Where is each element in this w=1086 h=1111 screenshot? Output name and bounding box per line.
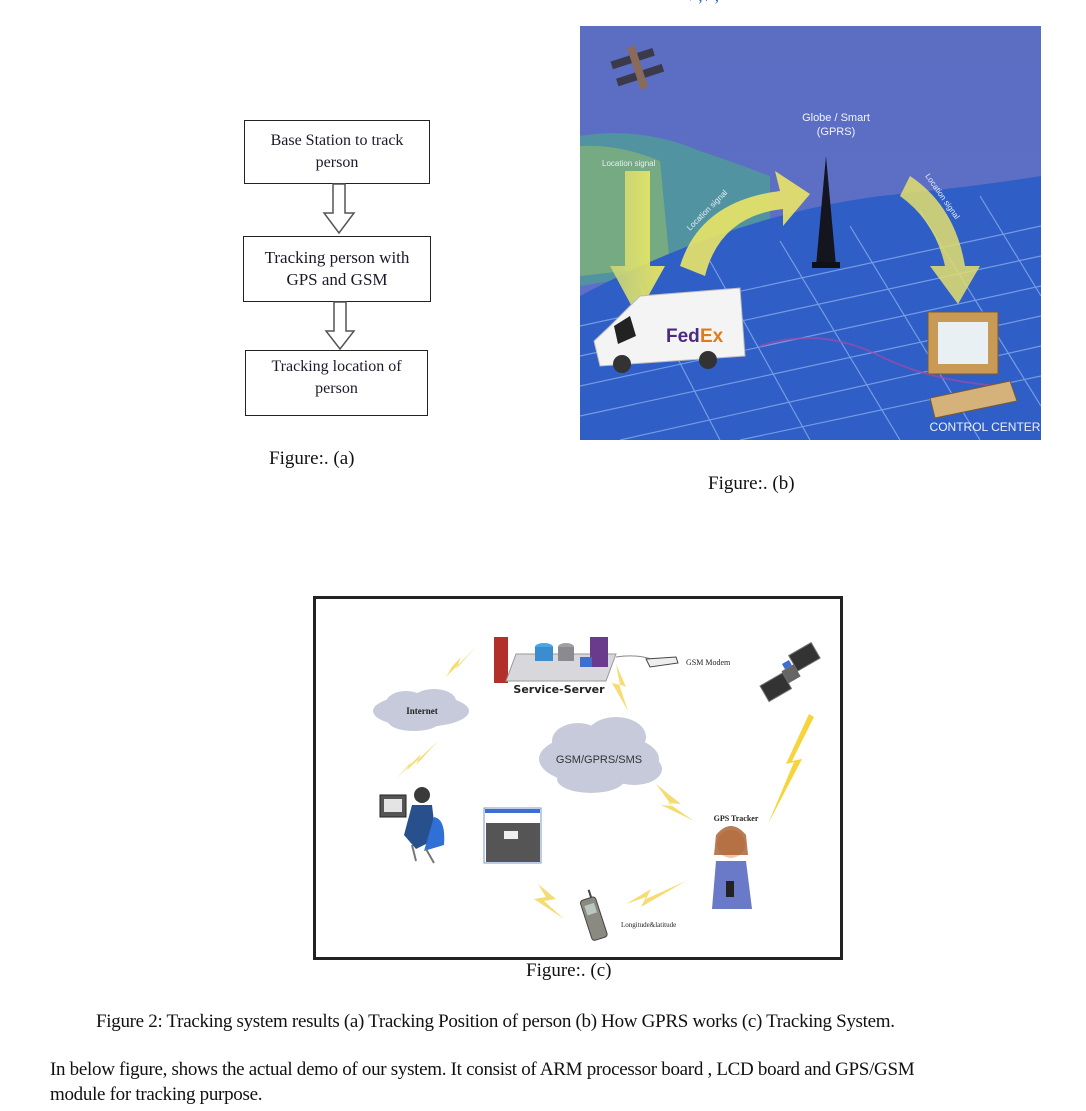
flow-box-text-line2: person	[315, 154, 359, 171]
signal-label-left: Location signal	[602, 159, 656, 168]
coordinates-label: Longitude&latitude	[621, 921, 676, 929]
gprs-scene: Globe / Smart (GPRS) Location signal Loc…	[580, 26, 1041, 440]
tracking-system-diagram: Service-Server GSM Modem Internet GSM/GP…	[373, 637, 821, 941]
internet-cloud-icon	[373, 689, 469, 731]
flow-box-tracking-location: Tracking location of person	[245, 350, 428, 416]
flow-box-tracking-person: Tracking person with GPS and GSM	[243, 236, 431, 302]
flow-box-text-line1: Tracking person with	[264, 248, 410, 267]
figure-a-caption: Figure:. (a)	[269, 448, 355, 469]
paragraph-line-2: module for tracking purpose.	[50, 1084, 263, 1105]
down-arrow-icon	[324, 301, 356, 351]
lightning-icon	[768, 714, 814, 824]
clipped-heading-fragment: / , / ,	[690, 0, 860, 4]
wireless-links	[396, 647, 814, 919]
gsm-modem-label: GSM Modem	[686, 658, 731, 667]
service-server-icon	[505, 637, 617, 682]
satellite-icon	[610, 45, 665, 90]
lightning-icon	[396, 741, 438, 779]
lightning-icon	[534, 884, 564, 919]
figure-b-caption: Figure:. (b)	[708, 473, 795, 494]
route-line	[759, 337, 1001, 387]
tracking-map-screenshot	[483, 807, 542, 864]
down-arrow-icon	[322, 183, 356, 235]
truck-brand-ex: Ex	[700, 326, 724, 347]
service-server-label: Service-Server	[513, 683, 605, 696]
tower-label-line2: (GPRS)	[817, 126, 856, 138]
flow-box-base-station: Base Station to track person	[244, 120, 430, 184]
internet-label: Internet	[406, 706, 438, 716]
paragraph-line-1: In below figure, shows the actual demo o…	[50, 1059, 915, 1080]
lightning-icon	[612, 664, 628, 711]
gsm-modem-icon	[645, 656, 679, 668]
fedex-truck-icon: Fed Ex	[593, 287, 746, 373]
flow-box-text-line2: GPS and GSM	[286, 270, 388, 289]
operator-at-computer-icon	[379, 787, 445, 864]
flow-box-text-line1: Base Station to track	[270, 132, 404, 149]
flow-box-text-line2: person	[315, 380, 358, 397]
gps-tracker-child-icon	[712, 826, 752, 909]
signal-arrow-to-tower	[680, 171, 810, 276]
lightning-icon	[626, 881, 686, 907]
lightning-icon	[436, 647, 476, 684]
lightning-icon	[656, 784, 694, 821]
gsm-network-cloud-icon	[539, 717, 662, 793]
signal-arrow-to-control	[900, 176, 980, 304]
gsm-network-label: GSM/GPRS/SMS	[556, 754, 642, 766]
figure-c-caption: Figure:. (c)	[526, 960, 612, 981]
figure-2-caption: Figure 2: Tracking system results (a) Tr…	[96, 1011, 895, 1032]
flow-box-text-line1: Tracking location of	[271, 358, 402, 375]
figure-c-tracking-system: Service-Server GSM Modem Internet GSM/GP…	[313, 596, 843, 960]
signal-arrow-down-left	[610, 171, 665, 316]
control-computer-icon	[927, 311, 1018, 419]
gps-satellite-icon	[759, 641, 821, 703]
gprs-tower-icon	[812, 156, 840, 268]
gps-tracker-label: GPS Tracker	[714, 814, 759, 823]
tower-label-line1: Globe / Smart	[802, 112, 870, 124]
truck-brand-fed: Fed	[666, 326, 700, 347]
figure-b-gprs-illustration: Globe / Smart (GPRS) Location signal Loc…	[580, 26, 1041, 440]
mobile-phone-icon	[579, 889, 608, 941]
firewall-icon	[494, 637, 508, 683]
control-center-label: CONTROL CENTER	[930, 420, 1041, 434]
